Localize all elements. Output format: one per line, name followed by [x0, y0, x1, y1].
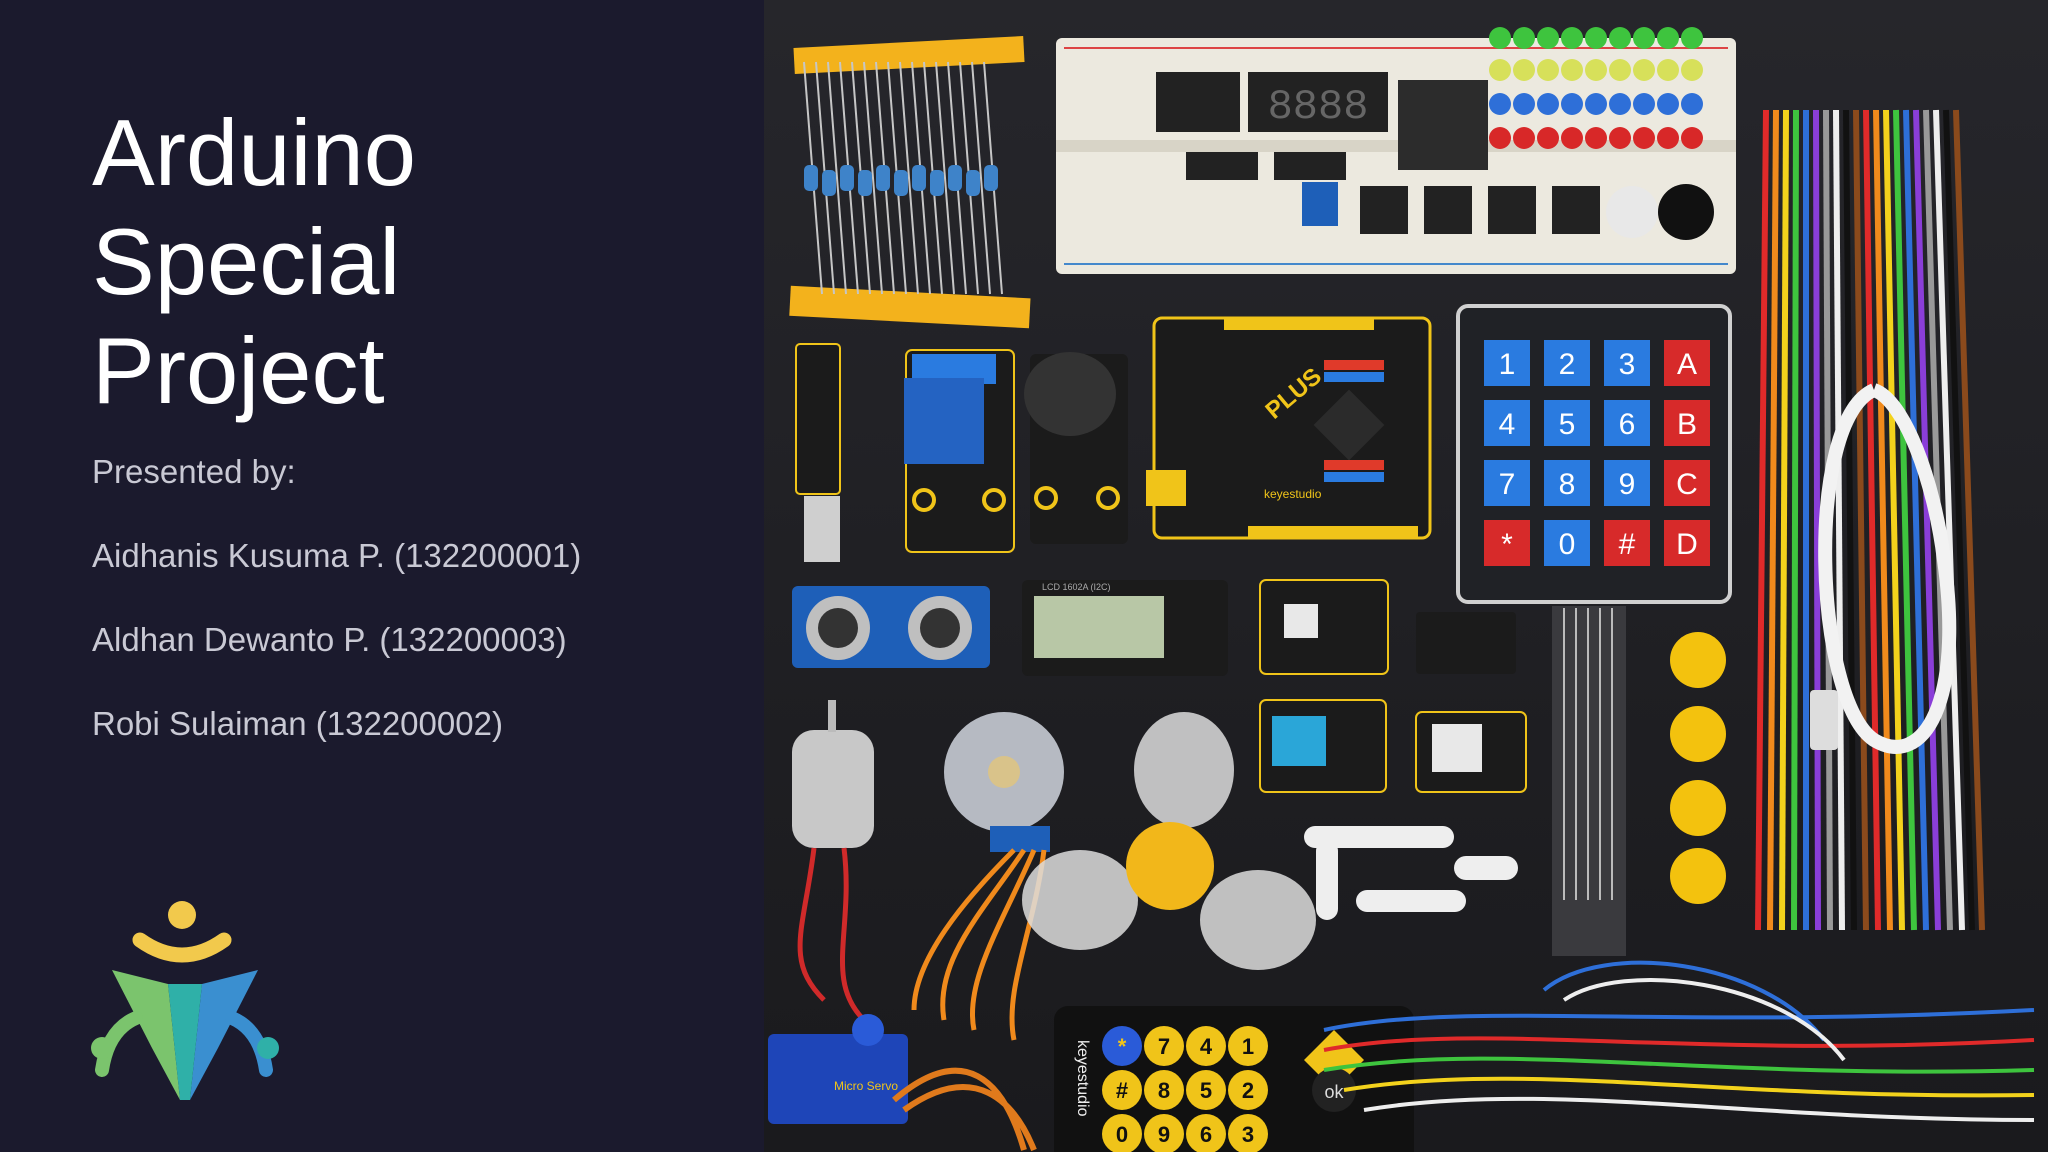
member-3: Robi Sulaiman (132200002) — [92, 705, 503, 742]
presented-by-label: Presented by: — [92, 453, 296, 490]
led-array — [1489, 27, 1703, 149]
remote-key-hash: # — [1116, 1078, 1128, 1103]
remote-ok-label: ok — [1324, 1082, 1344, 1102]
arduino-kit-photo: 8888 — [764, 0, 2048, 1152]
slide-title: Arduino Special Project — [92, 98, 416, 425]
usb-cable — [1818, 383, 1957, 754]
keypad-key-9: 9 — [1619, 468, 1636, 501]
keypad-key-3: 3 — [1619, 348, 1636, 381]
remote-key-5: 5 — [1200, 1078, 1212, 1103]
keypad-key-c: C — [1676, 468, 1698, 501]
seven-segment-display: 8888 — [1268, 83, 1369, 131]
ir-remote: * 7 4 1 # 8 5 2 0 9 6 3 ok keyestudio — [1054, 1006, 1414, 1152]
dc-motor — [792, 700, 874, 1022]
servo-label: Micro Servo — [834, 1079, 898, 1093]
joystick-module — [1024, 352, 1128, 544]
remote-key-6: 6 — [1200, 1122, 1212, 1147]
relay-module — [904, 349, 1015, 553]
ultrasonic-sensor — [792, 586, 990, 668]
remote-key-3: 3 — [1242, 1122, 1254, 1147]
title-line-3: Project — [92, 318, 385, 423]
lcd-module: LCD 1602A (I2C) — [1022, 580, 1228, 676]
lcd-label: LCD 1602A (I2C) — [1042, 582, 1111, 592]
remote-key-4: 4 — [1200, 1034, 1213, 1059]
remote-key-7: 7 — [1158, 1034, 1170, 1059]
membrane-keypad: 1 2 3 A 4 5 6 B 7 8 9 C * 0 # D — [1456, 304, 1732, 956]
text-panel: Arduino Special Project Presented by: Ai… — [0, 0, 764, 1152]
keypad-key-5: 5 — [1559, 408, 1576, 441]
kit-photo-graphic: 8888 — [764, 0, 2048, 1152]
servo-horns — [1304, 826, 1518, 920]
remote-key-1: 1 — [1242, 1034, 1254, 1059]
remote-key-star: * — [1118, 1034, 1127, 1059]
people-circle-logo-icon — [91, 901, 279, 1100]
keypad-key-d: D — [1676, 528, 1698, 561]
propeller-fan — [1022, 712, 1316, 970]
stepper-motor — [911, 712, 1064, 1041]
remote-key-9: 9 — [1158, 1122, 1170, 1147]
member-1: Aidhanis Kusuma P. (132200001) — [92, 537, 582, 574]
keypad-key-a: A — [1677, 348, 1697, 381]
keypad-key-2: 2 — [1559, 348, 1576, 381]
remote-brand-label: keyestudio — [1074, 1040, 1091, 1117]
remote-key-2: 2 — [1242, 1078, 1254, 1103]
button-caps — [1670, 632, 1726, 904]
loose-jumper-wires — [1323, 960, 2035, 1122]
remote-key-0: 0 — [1116, 1122, 1128, 1147]
keypad-key-star: * — [1501, 528, 1513, 561]
member-2: Aldhan Dewanto P. (132200003) — [92, 621, 567, 658]
keypad-key-0: 0 — [1559, 528, 1576, 561]
keypad-key-1: 1 — [1499, 348, 1516, 381]
title-line-2: Special — [92, 209, 401, 314]
usb-adapter-module — [795, 343, 841, 562]
arduino-board: PLUS keyestudio — [1146, 316, 1432, 540]
keypad-key-b: B — [1677, 408, 1697, 441]
keypad-key-7: 7 — [1499, 468, 1516, 501]
keypad-key-4: 4 — [1499, 408, 1516, 441]
micro-servo: Micro Servo — [768, 1014, 1037, 1152]
title-line-1: Arduino — [92, 100, 416, 205]
remote-key-8: 8 — [1158, 1078, 1170, 1103]
keypad-key-8: 8 — [1559, 468, 1576, 501]
keypad-key-6: 6 — [1619, 408, 1636, 441]
keypad-key-hash: # — [1619, 528, 1636, 561]
jumper-wire-bundle — [1755, 109, 1985, 931]
board-brand-label: keyestudio — [1264, 487, 1322, 501]
sensor-modules — [1259, 579, 1527, 793]
resistor-bundle — [789, 35, 1031, 329]
